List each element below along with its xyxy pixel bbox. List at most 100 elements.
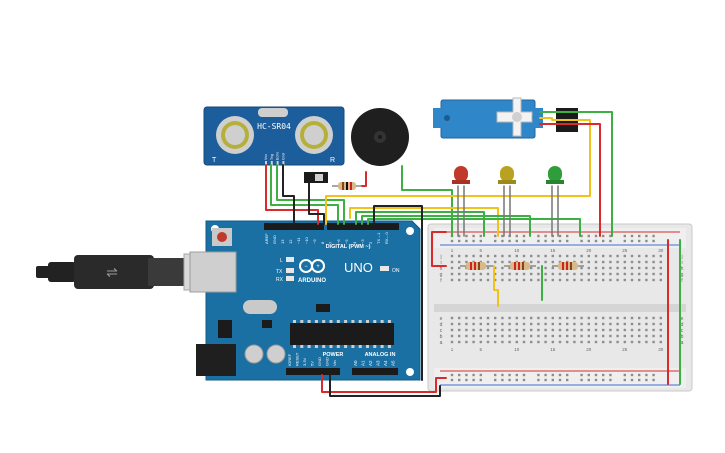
slide-switch[interactable]	[304, 172, 328, 183]
breadboard-hole[interactable]	[616, 272, 619, 276]
breadboard-hole[interactable]	[515, 316, 518, 320]
breadboard-hole[interactable]	[623, 272, 626, 276]
breadboard-hole[interactable]	[522, 316, 526, 320]
breadboard-hole[interactable]	[580, 328, 583, 332]
breadboard-hole[interactable]	[458, 278, 461, 282]
breadboard-hole[interactable]	[472, 328, 475, 332]
rail-hole[interactable]	[609, 239, 612, 243]
rail-hole[interactable]	[458, 234, 461, 238]
rail-hole[interactable]	[551, 373, 554, 377]
breadboard-hole[interactable]	[458, 340, 461, 344]
rail-hole[interactable]	[609, 373, 612, 377]
breadboard-hole[interactable]	[645, 272, 648, 276]
breadboard-hole[interactable]	[587, 334, 590, 338]
rail-hole[interactable]	[479, 234, 482, 238]
breadboard-hole[interactable]	[602, 316, 605, 320]
rail-hole[interactable]	[630, 239, 634, 243]
breadboard-hole[interactable]	[450, 322, 454, 326]
breadboard-hole[interactable]	[594, 272, 598, 276]
breadboard-hole[interactable]	[587, 316, 590, 320]
breadboard-hole[interactable]	[638, 272, 641, 276]
rail-hole[interactable]	[558, 378, 562, 382]
breadboard-hole[interactable]	[659, 316, 662, 320]
breadboard-hole[interactable]	[566, 322, 569, 326]
rail-hole[interactable]	[609, 234, 612, 238]
breadboard-hole[interactable]	[479, 272, 482, 276]
breadboard-hole[interactable]	[465, 254, 468, 258]
rail-hole[interactable]	[652, 239, 655, 243]
breadboard-hole[interactable]	[623, 260, 626, 264]
breadboard-hole[interactable]	[501, 254, 504, 258]
rail-hole[interactable]	[472, 234, 475, 238]
breadboard-hole[interactable]	[486, 272, 490, 276]
rail-hole[interactable]	[537, 239, 540, 243]
breadboard-hole[interactable]	[587, 340, 590, 344]
rail-hole[interactable]	[594, 234, 598, 238]
breadboard-hole[interactable]	[494, 260, 497, 264]
rail-hole[interactable]	[638, 373, 641, 377]
rail-hole[interactable]	[580, 239, 583, 243]
rail-hole[interactable]	[522, 373, 526, 377]
rail-hole[interactable]	[652, 378, 655, 382]
breadboard-hole[interactable]	[587, 254, 590, 258]
breadboard-hole[interactable]	[450, 328, 454, 332]
rail-hole[interactable]	[638, 378, 641, 382]
breadboard-hole[interactable]	[479, 340, 482, 344]
rail-hole[interactable]	[645, 373, 648, 377]
breadboard-hole[interactable]	[515, 340, 518, 344]
breadboard-hole[interactable]	[573, 322, 576, 326]
breadboard-hole[interactable]	[566, 278, 569, 282]
breadboard-hole[interactable]	[494, 322, 497, 326]
breadboard-hole[interactable]	[594, 278, 598, 282]
rail-hole[interactable]	[508, 378, 511, 382]
rail-hole[interactable]	[630, 378, 634, 382]
breadboard-hole[interactable]	[652, 328, 655, 332]
breadboard-hole[interactable]	[458, 316, 461, 320]
rail-hole[interactable]	[594, 378, 598, 382]
breadboard-hole[interactable]	[501, 260, 504, 264]
breadboard-hole[interactable]	[558, 328, 562, 332]
breadboard-hole[interactable]	[508, 254, 511, 258]
breadboard-hole[interactable]	[544, 316, 547, 320]
breadboard-hole[interactable]	[551, 316, 554, 320]
breadboard-hole[interactable]	[530, 316, 533, 320]
breadboard-hole[interactable]	[465, 260, 468, 264]
breadboard-hole[interactable]	[594, 260, 598, 264]
breadboard-hole[interactable]	[659, 260, 662, 264]
rail-hole[interactable]	[645, 234, 648, 238]
rail-hole[interactable]	[458, 378, 461, 382]
breadboard-hole[interactable]	[530, 260, 533, 264]
breadboard-hole[interactable]	[652, 316, 655, 320]
breadboard-hole[interactable]	[566, 272, 569, 276]
breadboard-hole[interactable]	[486, 316, 490, 320]
rail-hole[interactable]	[623, 373, 626, 377]
breadboard-hole[interactable]	[465, 278, 468, 282]
rail-hole[interactable]	[508, 239, 511, 243]
breadboard-hole[interactable]	[522, 334, 526, 338]
breadboard-hole[interactable]	[501, 278, 504, 282]
breadboard-hole[interactable]	[458, 272, 461, 276]
rail-hole[interactable]	[544, 239, 547, 243]
rail-hole[interactable]	[566, 234, 569, 238]
breadboard-hole[interactable]	[450, 260, 454, 264]
breadboard-hole[interactable]	[609, 340, 612, 344]
breadboard-hole[interactable]	[659, 266, 662, 270]
rail-hole[interactable]	[472, 373, 475, 377]
breadboard-hole[interactable]	[515, 278, 518, 282]
breadboard-hole[interactable]	[566, 334, 569, 338]
breadboard-hole[interactable]	[515, 272, 518, 276]
rail-hole[interactable]	[465, 234, 468, 238]
rail-hole[interactable]	[544, 234, 547, 238]
breadboard-hole[interactable]	[458, 254, 461, 258]
breadboard-hole[interactable]	[645, 278, 648, 282]
breadboard-hole[interactable]	[558, 278, 562, 282]
breadboard-hole[interactable]	[494, 272, 497, 276]
breadboard-hole[interactable]	[594, 340, 598, 344]
breadboard-hole[interactable]	[558, 254, 562, 258]
breadboard-hole[interactable]	[458, 260, 461, 264]
breadboard-hole[interactable]	[638, 340, 641, 344]
breadboard-hole[interactable]	[602, 272, 605, 276]
breadboard-hole[interactable]	[450, 272, 454, 276]
breadboard-hole[interactable]	[573, 328, 576, 332]
breadboard-hole[interactable]	[594, 328, 598, 332]
